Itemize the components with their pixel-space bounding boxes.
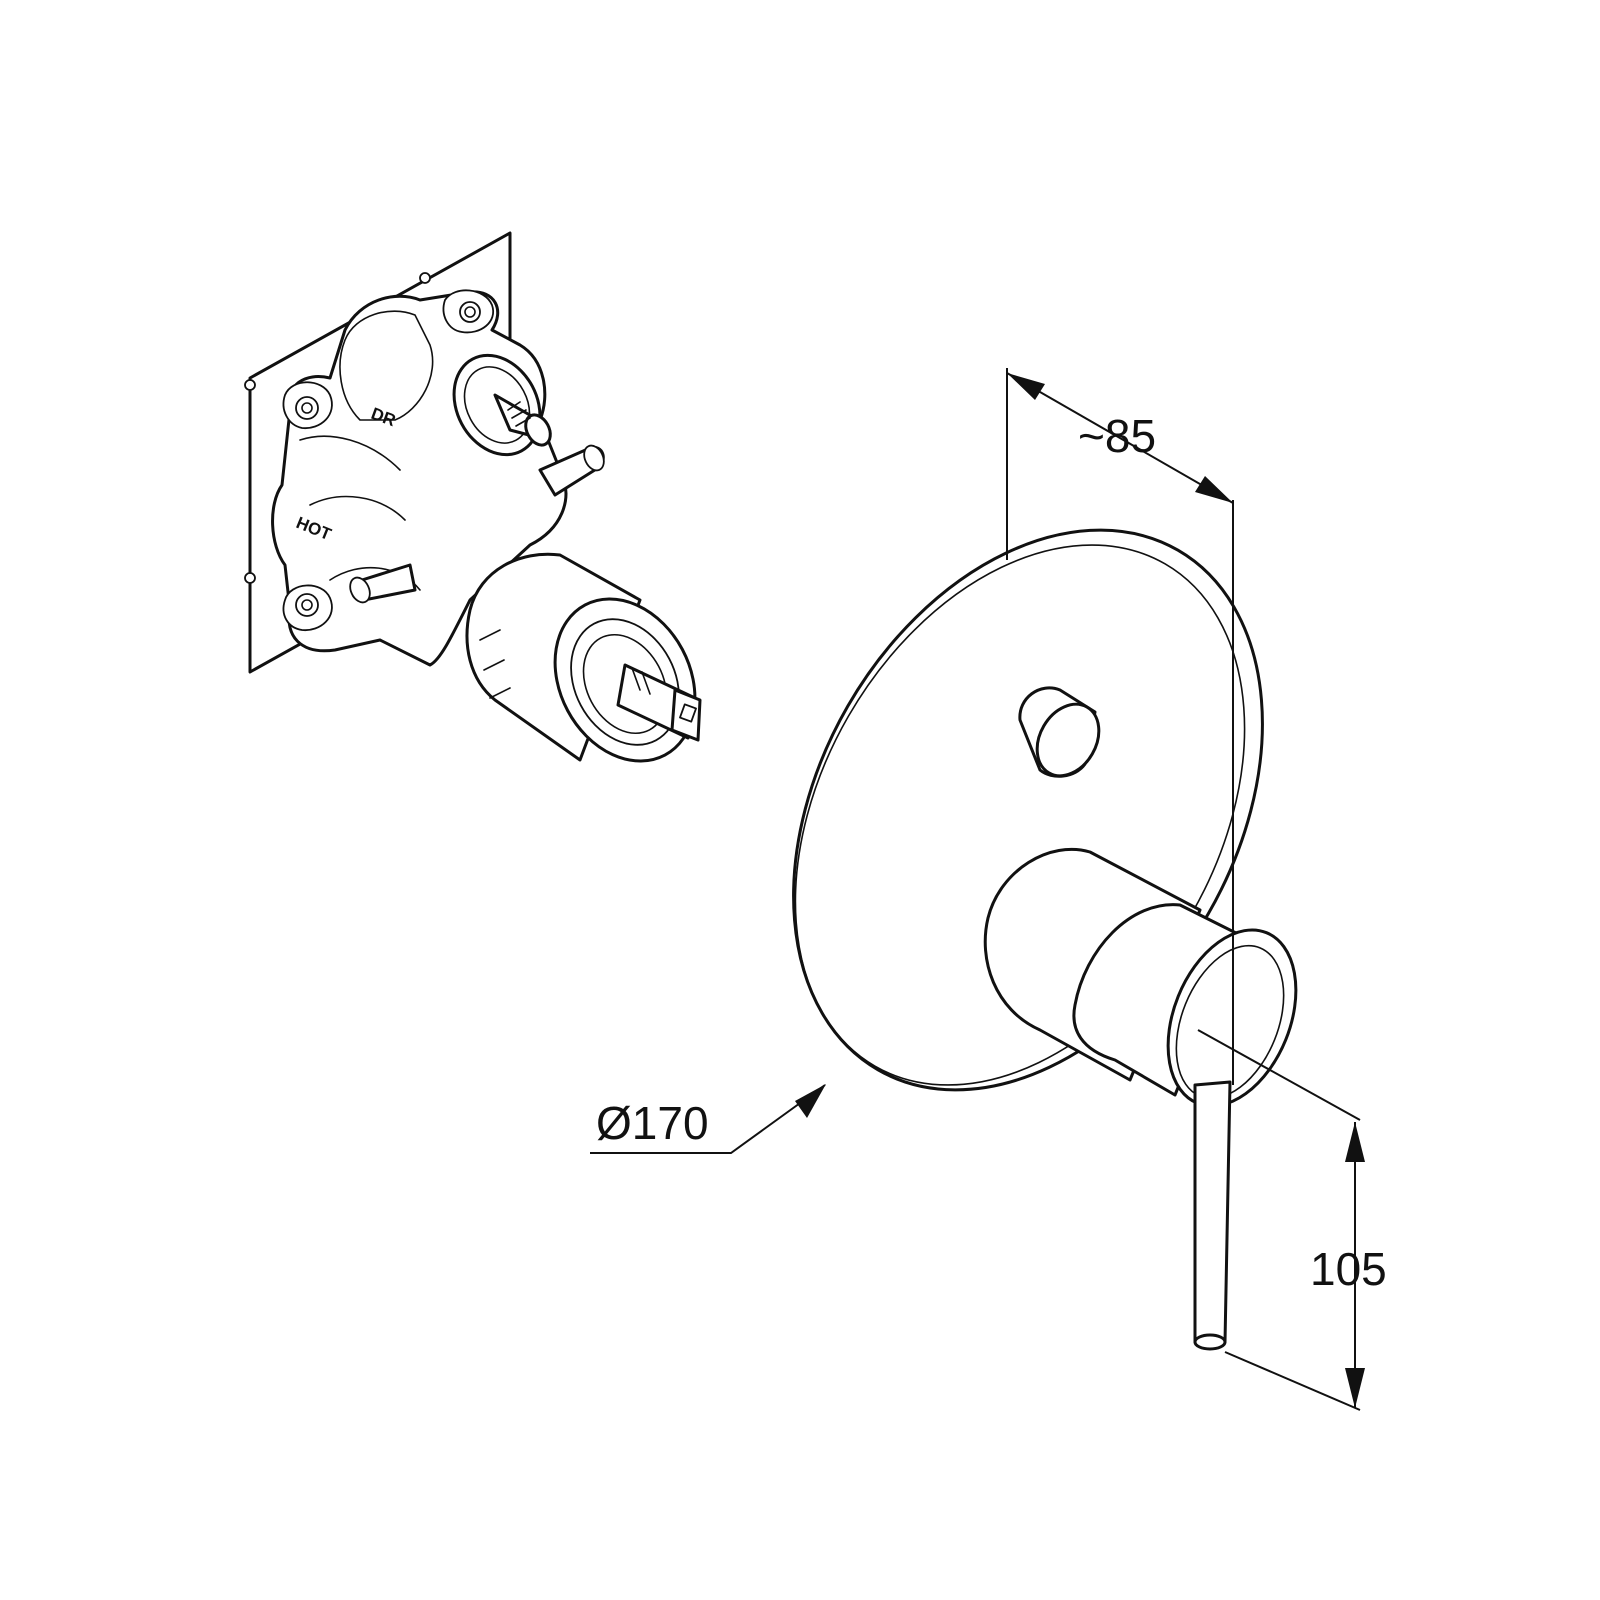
handle-body[interactable] — [983, 847, 1320, 1125]
dimension-diameter: Ø170 — [590, 1084, 826, 1154]
plate-stud — [419, 272, 431, 284]
mounting-ear-left — [282, 381, 333, 429]
cartridge — [465, 552, 697, 763]
diameter-label: Ø170 — [596, 1097, 709, 1149]
lever[interactable] — [1193, 1080, 1232, 1351]
mounting-ear-top — [442, 289, 495, 334]
mounting-ear-bottom — [282, 584, 333, 631]
plate-stud — [244, 379, 256, 391]
inlet-stub-left — [349, 563, 417, 604]
rough-in-valve-body: DR HOT — [244, 231, 702, 763]
lever-height-label: 105 — [1310, 1243, 1387, 1295]
spindle — [616, 663, 702, 742]
finished-trim — [792, 528, 1320, 1351]
diverter-button[interactable] — [1018, 686, 1111, 787]
dimension-lever-height: 105 — [1197, 1029, 1387, 1411]
upper-boss — [339, 310, 434, 421]
plate-stud — [244, 572, 256, 584]
outlet-nipple — [452, 353, 552, 457]
inlet-stub-right — [538, 444, 605, 497]
dimension-depth: ~85 — [1006, 368, 1234, 1085]
depth-label: ~85 — [1078, 410, 1156, 462]
